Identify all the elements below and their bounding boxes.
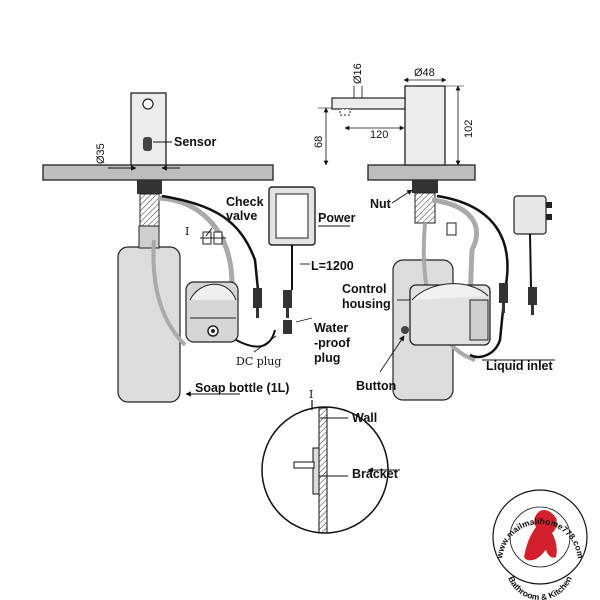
pump-top-left xyxy=(189,283,237,301)
label-check-valve-1: Check xyxy=(226,195,264,209)
label-waterproof-3: plug xyxy=(314,351,340,365)
wall-adapter xyxy=(513,195,552,288)
faucet-top-hole xyxy=(142,98,154,110)
check-valves xyxy=(200,231,226,245)
dim-d35: Ø35 xyxy=(95,143,107,164)
horse-head-icon xyxy=(524,509,557,561)
text-labels: Sensor Check valve Power L=1200 I DC plu… xyxy=(95,63,553,481)
bracket-plate xyxy=(312,447,320,495)
right-assembly xyxy=(318,77,552,401)
countertop-right xyxy=(367,164,476,181)
label-power: Power xyxy=(318,211,356,225)
threaded-shank-right xyxy=(414,192,436,224)
label-waterproof-2: -proof xyxy=(314,336,351,350)
check-valve-right xyxy=(446,222,457,236)
dimension-lines xyxy=(318,77,464,166)
label-dc-plug: DC plug xyxy=(236,355,281,368)
label-cable-length: L=1200 xyxy=(311,259,354,273)
label-control-2: housing xyxy=(342,297,391,311)
faucet-spout-right xyxy=(331,97,406,110)
sensor-cable-right xyxy=(436,194,509,359)
wall-bracket-detail xyxy=(261,400,389,534)
label-marker-i-detail: I xyxy=(309,388,313,401)
soap-tube-right xyxy=(431,197,479,301)
label-check-valve-2: valve xyxy=(226,209,257,223)
shank-nut-right xyxy=(412,180,438,193)
label-marker-i-left: I xyxy=(185,225,189,238)
faucet-column-right xyxy=(404,85,446,166)
label-soap-bottle: Soap bottle (1L) xyxy=(195,381,289,395)
label-liquid-inlet: Liquid inlet xyxy=(486,359,553,373)
label-control-1: Control xyxy=(342,282,386,296)
wall-section xyxy=(318,407,328,534)
label-waterproof-1: Water xyxy=(314,321,348,335)
dim-d16: Ø16 xyxy=(352,63,364,84)
dim-d48: Ø48 xyxy=(414,67,435,79)
leader-lines xyxy=(153,141,555,477)
threaded-shank-left xyxy=(139,193,160,229)
sensor-cable-left xyxy=(161,194,260,291)
bottle-neck-left xyxy=(138,225,160,249)
dim-h68: 68 xyxy=(313,136,325,148)
dc-cable-left xyxy=(235,329,276,348)
return-tube-left xyxy=(151,239,187,347)
countertop-left xyxy=(42,164,274,181)
label-sensor: Sensor xyxy=(174,135,217,149)
right-plug-pair xyxy=(499,283,537,315)
brand-logo: www.mailmalihome778.com Bathroom & Kitch… xyxy=(492,489,588,600)
sensor-window xyxy=(143,137,152,151)
label-wall: Wall xyxy=(352,411,377,425)
housing-button xyxy=(401,326,409,334)
label-button: Button xyxy=(356,379,396,393)
label-nut: Nut xyxy=(370,197,392,211)
bracket-arm xyxy=(293,461,315,469)
left-assembly xyxy=(42,92,316,403)
shank-nut-left xyxy=(137,180,162,194)
dim-w120: 120 xyxy=(370,129,388,141)
dim-h102: 102 xyxy=(463,120,475,138)
label-bracket: Bracket xyxy=(352,467,399,481)
left-plug-pair xyxy=(253,288,292,334)
soap-tube-left xyxy=(157,195,235,295)
